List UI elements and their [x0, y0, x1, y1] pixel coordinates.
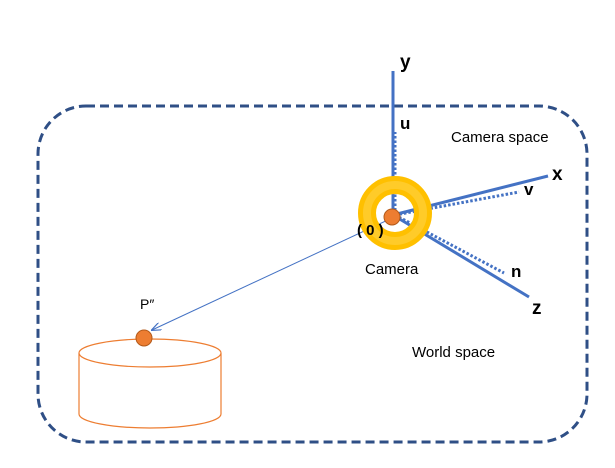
- object-cylinder: [78, 338, 222, 429]
- v-vector-label: v: [524, 180, 534, 199]
- world-space-label: World space: [412, 344, 496, 361]
- z-axis-label: z: [532, 298, 542, 319]
- origin-label: ( 0 ): [357, 222, 384, 239]
- point-p-marker: [135, 329, 153, 347]
- v-vector: [394, 190, 520, 217]
- camera-origin-point: [383, 208, 401, 226]
- camera-space-label: Camera space: [451, 129, 549, 146]
- projection-arrow: [152, 218, 391, 330]
- n-vector-label: n: [511, 262, 522, 281]
- world-space-region: [36, 104, 589, 444]
- u-vector-label: u: [400, 114, 411, 133]
- camera-ring-highlight: [363, 181, 427, 245]
- y-axis-label: y: [400, 52, 411, 73]
- camera-label: Camera: [365, 261, 419, 278]
- point-p-label: P″: [140, 296, 155, 312]
- x-axis-label: x: [552, 164, 563, 185]
